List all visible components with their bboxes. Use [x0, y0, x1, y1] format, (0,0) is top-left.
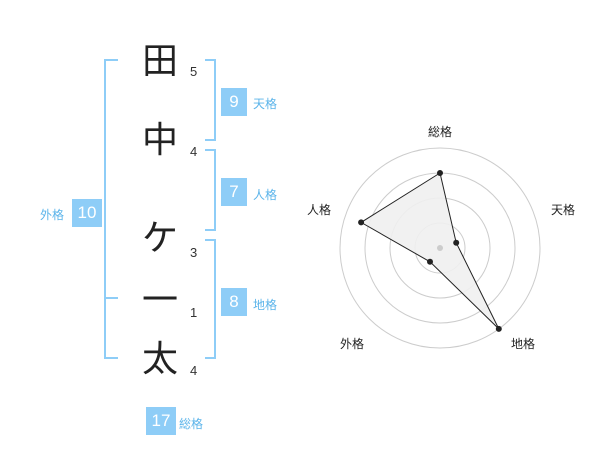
- radar-point-4: [427, 258, 433, 265]
- radar-axis-label-tenkaku: 天格: [551, 203, 576, 217]
- stroke-count-1: 5: [190, 64, 198, 79]
- radar-axis-label-chikaku: 地格: [511, 337, 536, 351]
- chikaku-badge: 8: [221, 288, 247, 316]
- soukaku-badge: 17: [146, 407, 176, 435]
- radar-chart: [339, 147, 541, 349]
- gaikaku-label: 外格: [40, 208, 65, 222]
- tenkaku-label: 天格: [253, 97, 278, 111]
- radar-ring-4: [339, 147, 541, 349]
- jinkaku-label: 人格: [253, 188, 278, 202]
- chikaku-label: 地格: [253, 298, 278, 312]
- radar-point-1: [437, 170, 443, 176]
- soukaku-label: 総格: [179, 417, 204, 431]
- stroke-count-2: 4: [190, 144, 198, 159]
- tenkaku-bracket: [205, 59, 216, 141]
- stroke-count-5: 4: [190, 363, 198, 378]
- name-char-5: 太: [141, 339, 178, 380]
- name-char-2: 中: [141, 120, 178, 161]
- radar-center: [437, 245, 443, 251]
- name-char-3: ケ: [141, 218, 178, 259]
- gaikaku-badge: 10: [72, 199, 102, 227]
- radar-point-5: [358, 219, 365, 226]
- gaikaku-bracket: [104, 59, 118, 359]
- jinkaku-bracket: [205, 149, 216, 231]
- radar-point-2: [453, 239, 460, 246]
- radar-axis-label-jinkaku: 人格: [307, 203, 332, 217]
- radar-polygon: [360, 172, 500, 330]
- jinkaku-badge: 7: [221, 178, 247, 206]
- name-char-1: 田: [141, 41, 178, 82]
- name-char-4: 一: [141, 280, 178, 321]
- radar-axis-label-soukaku: 総格: [428, 125, 453, 139]
- chikaku-bracket: [205, 239, 216, 359]
- stroke-count-3: 3: [190, 245, 198, 260]
- radar-point-3: [495, 325, 502, 332]
- stroke-count-4: 1: [190, 305, 198, 320]
- radar-axis-label-gaikaku: 外格: [340, 337, 365, 351]
- tenkaku-badge: 9: [221, 88, 247, 116]
